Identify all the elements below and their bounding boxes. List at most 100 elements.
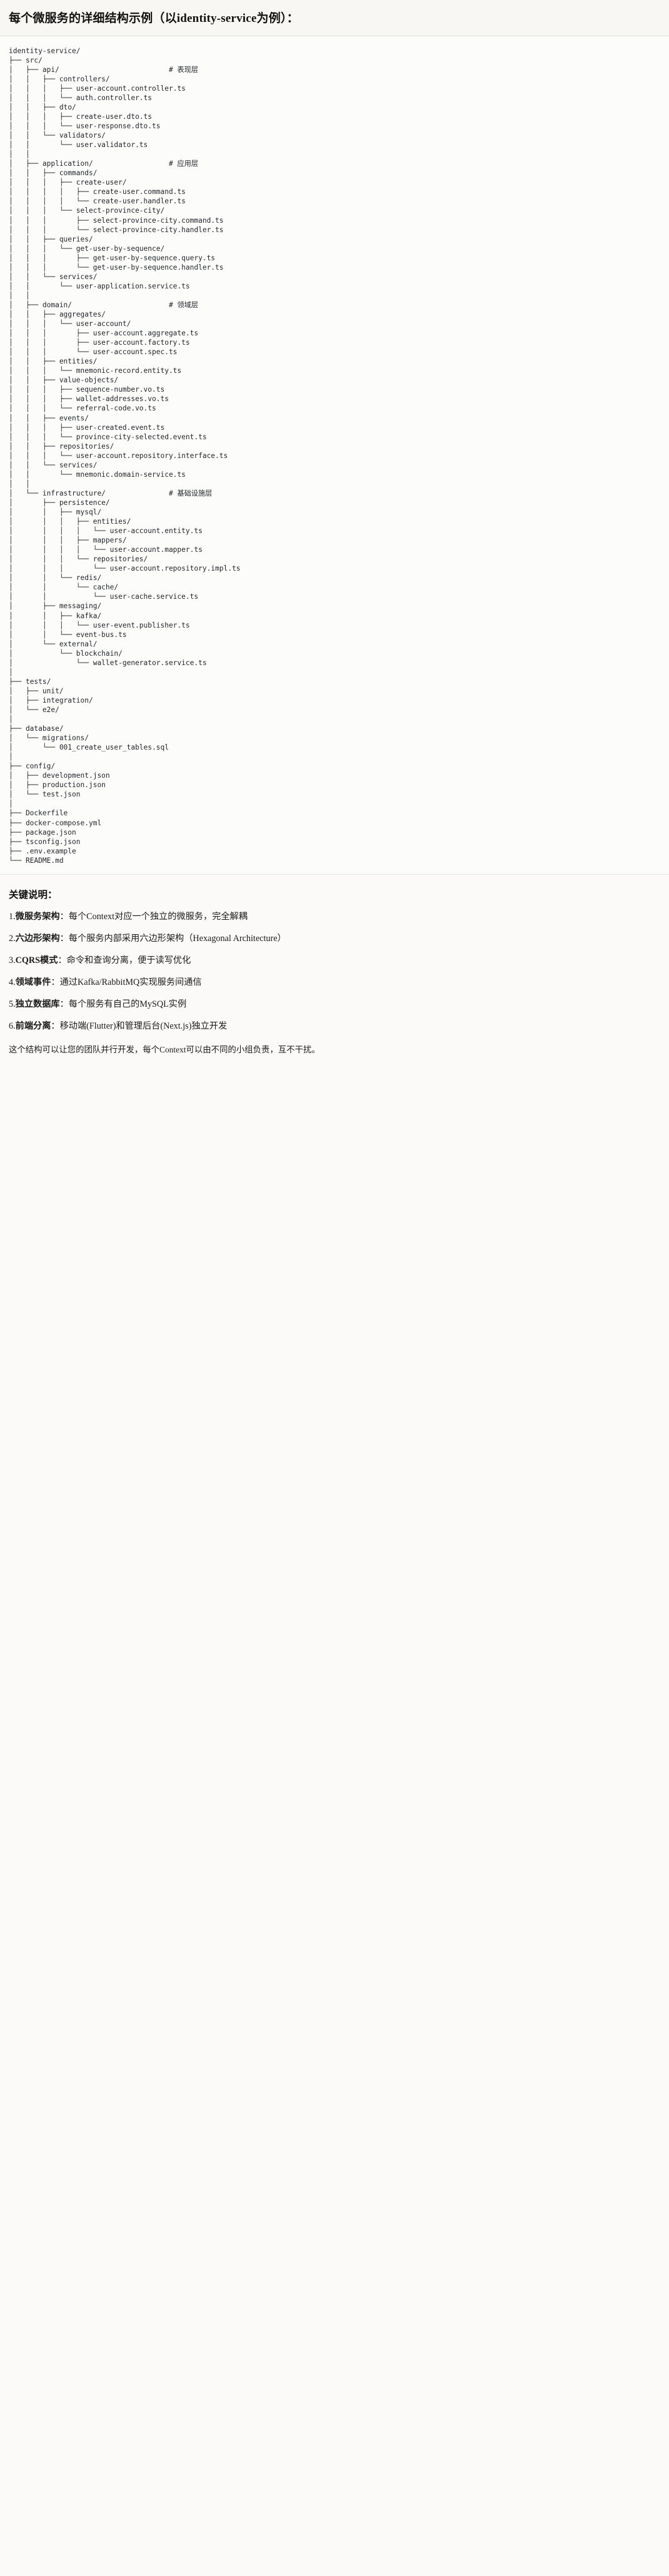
tree-line: │ │ │ └── user-account.repository.interf… [9,451,228,460]
tree-line: │ ├── integration/ [9,696,93,705]
tree-line: │ │ │ ├── user-account.aggregate.ts [9,329,199,338]
key-note-body: ：每个Context对应一个独立的微服务，完全解耦 [59,911,248,922]
tree-line: │ │ [9,479,30,488]
key-note-body: ：移动端(Flutter)和管理后台(Next.js)独立开发 [51,1021,228,1031]
tree-line: │ │ │ └── user-response.dto.ts [9,122,161,131]
tree-line: │ │ │ ├── mappers/ [9,536,127,545]
tree-line: │ │ │ ├── wallet-addresses.vo.ts [9,395,169,404]
tree-line: │ └── infrastructure/ # 基础设施层 [9,489,213,497]
tree-line: │ │ └── event-bus.ts [9,630,127,639]
tree-line: │ │ └── cache/ [9,583,119,592]
key-note-term: 独立数据库 [15,999,60,1009]
key-note-number: 3. [9,955,16,965]
tree-line: │ │ └── services/ [9,272,98,281]
tree-line: │ └── 001_create_user_tables.sql [9,743,169,752]
tree-line: ├── database/ [9,725,64,733]
tree-line: │ │ │ └── referral-code.vo.ts [9,404,156,413]
key-note-body: ：每个服务内部采用六边形架构（Hexagonal Architecture） [59,933,286,944]
tree-line: │ └── blockchain/ [9,649,123,658]
key-note-number: 6. [9,1021,16,1031]
tree-line: │ │ │ ├── user-account.controller.ts [9,84,186,93]
page-root: 每个微服务的详细结构示例（以identity-service为例）： ident… [0,0,669,1068]
tree-line: │ │ │ └── user-account.repository.impl.t… [9,564,241,573]
tree-line: ├── tests/ [9,677,51,686]
tree-line: ├── Dockerfile [9,809,68,818]
tree-line: │ [9,715,13,724]
key-note-term: CQRS模式 [15,955,58,965]
tree-line: │ │ │ │ └── user-account.mapper.ts [9,546,203,554]
tree-line: │ │ ├── controllers/ [9,74,110,83]
tree-line: │ │ ├── mysql/ [9,507,102,516]
tree-line: │ ├── messaging/ [9,602,102,611]
tree-line: ├── docker-compose.yml [9,818,102,827]
key-note-number: 1. [9,911,16,922]
key-note-number: 5. [9,999,16,1009]
tree-line: │ └── e2e/ [9,705,59,714]
tree-line: │ └── test.json [9,790,81,799]
tree-line: │ │ │ └── mnemonic-record.entity.ts [9,367,182,375]
tree-line: │ │ │ └── province-city-selected.event.t… [9,432,207,441]
tree-line: │ │ ├── aggregates/ [9,310,106,318]
key-note-term: 领域事件 [15,977,51,987]
tree-line: ├── src/ [9,56,43,64]
closing-paragraph: 这个结构可以让您的团队并行开发，每个Context可以由不同的小组负责，互不干扰… [9,1044,320,1054]
tree-line: │ │ └── services/ [9,461,98,469]
key-note-number: 2. [9,933,16,944]
tree-line: │ │ ├── queries/ [9,235,93,243]
tree-line: │ └── wallet-generator.service.ts [9,658,207,667]
tree-line: │ └── migrations/ [9,734,89,743]
key-note-item: 2.六边形架构：每个服务内部采用六边形架构（Hexagonal Architec… [9,932,660,945]
tree-line: │ ├── api/ # 表现层 [9,65,198,74]
tree-line: │ │ │ └── get-user-by-sequence.handler.t… [9,263,224,272]
tree-line: │ ├── unit/ [9,686,64,695]
tree-line: │ │ ├── value-objects/ [9,376,119,385]
key-note-item: 4.领域事件：通过Kafka/RabbitMQ实现服务间通信 [9,975,660,989]
key-note-item: 5.独立数据库：每个服务有自己的MySQL实例 [9,997,660,1011]
tree-line: ├── config/ [9,762,56,771]
tree-line: │ │ │ ├── user-account.factory.ts [9,339,190,347]
tree-line: │ │ │ └── select-province-city.handler.t… [9,225,224,234]
tree-line: │ │ │ ├── user-created.event.ts [9,423,165,432]
tree-line: │ │ │ └── auth.controller.ts [9,93,153,102]
key-note-body: ：通过Kafka/RabbitMQ实现服务间通信 [51,977,202,987]
tree-line: │ │ │ │ └── user-account.entity.ts [9,527,203,536]
tree-line: │ │ │ │ ├── create-user.command.ts [9,188,186,196]
tree-line: │ │ ├── commands/ [9,169,98,178]
tree-line: │ │ [9,150,30,159]
key-note-item: 1.微服务架构：每个Context对应一个独立的微服务，完全解耦 [9,910,660,924]
tree-line: │ │ ├── entities/ [9,357,98,366]
tree-line: │ │ │ ├── get-user-by-sequence.query.ts [9,253,216,262]
key-note-term: 六边形架构 [15,933,60,944]
tree-line: │ ├── domain/ # 领域层 [9,300,198,309]
tree-line: │ [9,668,13,676]
tree-line: │ │ └── user-application.service.ts [9,282,190,290]
tree-line: ├── package.json [9,828,76,837]
tree-line: └── README.md [9,856,64,865]
tree-line: │ │ [9,291,30,300]
key-note-body: ：每个服务有自己的MySQL实例 [59,999,187,1009]
tree-line: │ │ ├── kafka/ [9,611,102,620]
tree-line: │ [9,800,13,808]
tree-line: │ │ │ ├── select-province-city.command.t… [9,216,224,225]
key-note-body: ：命令和查询分离，便于读写优化 [58,955,191,965]
tree-line: ├── tsconfig.json [9,837,81,846]
tree-line: │ │ │ └── user-account.spec.ts [9,348,178,357]
tree-line: │ │ │ ├── create-user.dto.ts [9,113,153,121]
key-note-term: 前端分离 [15,1021,51,1031]
tree-line: │ │ │ └── user-event.publisher.ts [9,621,190,629]
tree-line: │ │ └── redis/ [9,574,102,583]
tree-line: │ │ └── validators/ [9,131,106,140]
tree-line: │ ├── production.json [9,781,106,790]
tree-line: ├── .env.example [9,847,76,855]
tree-line: │ [9,753,13,761]
tree-line: │ │ │ └── repositories/ [9,555,148,564]
tree-line: │ │ │ │ └── create-user.handler.ts [9,197,186,206]
key-note-item: 6.前端分离：移动端(Flutter)和管理后台(Next.js)独立开发 [9,1019,660,1033]
tree-line: │ │ │ ├── entities/ [9,517,131,526]
tree-line: │ │ ├── repositories/ [9,442,114,451]
key-note-item: 3.CQRS模式：命令和查询分离，便于读写优化 [9,954,660,967]
key-note-number: 4. [9,977,16,987]
tree-line: │ │ │ └── select-province-city/ [9,206,165,215]
tree-line: │ │ │ └── get-user-by-sequence/ [9,244,165,253]
